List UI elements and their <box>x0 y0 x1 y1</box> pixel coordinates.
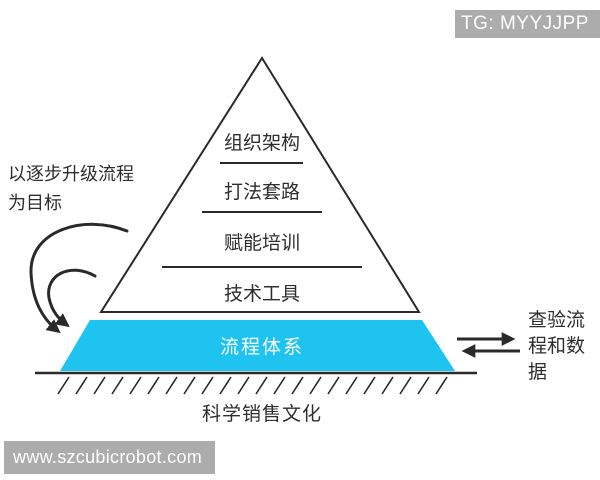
cycle-arrow-large-icon <box>29 222 129 334</box>
pyramid-triangle <box>99 56 421 313</box>
right-annotation: 查验流程和数据 <box>528 310 586 383</box>
left-annotation-line2: 为目标 <box>8 193 62 213</box>
website-watermark: www.szcubicrobot.com <box>4 441 215 474</box>
pyramid-level-label-4: 技术工具 <box>223 284 300 305</box>
cycle-arrow-small-icon <box>47 268 97 328</box>
pyramid-level-label-1: 组织架构 <box>223 133 300 154</box>
left-annotation: 以逐步升级流程 为目标 <box>8 160 158 218</box>
telegram-watermark: TG: MYYJJPP <box>455 10 600 38</box>
ground-label: 科学销售文化 <box>201 404 322 425</box>
left-annotation-line1: 以逐步升级流程 <box>8 164 134 184</box>
ground-hatch-marks <box>57 376 448 395</box>
pyramid-level-label-3: 赋能培训 <box>223 233 300 254</box>
base-label: 流程体系 <box>219 337 304 358</box>
base-trapezoid <box>60 320 455 371</box>
pyramid-level-label-2: 打法套路 <box>223 182 300 203</box>
